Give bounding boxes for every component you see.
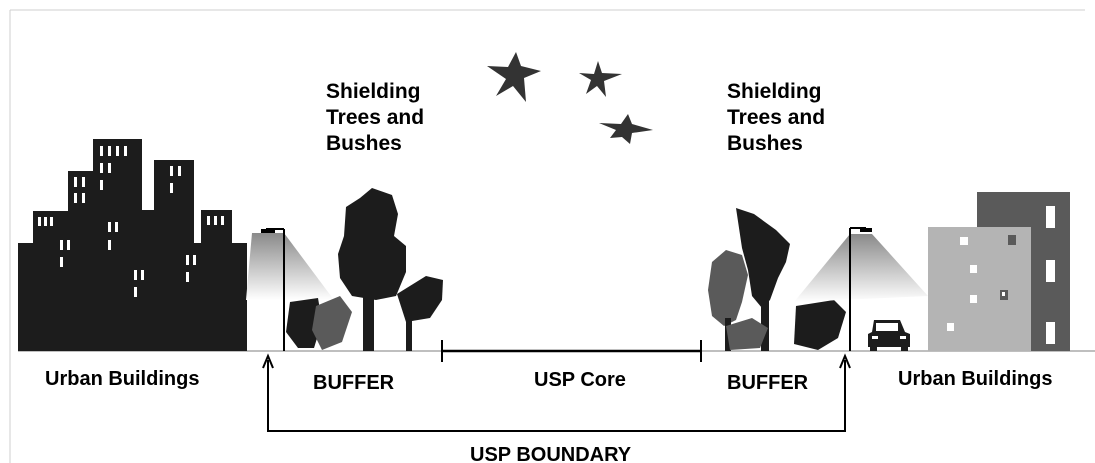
- street-lamp-icon: [794, 227, 928, 351]
- shielding-label-left: Shielding Trees and Bushes: [326, 80, 430, 155]
- usp-core-label: USP Core: [534, 369, 626, 391]
- star-icon: [579, 61, 622, 97]
- lamp-beam-left: [246, 233, 334, 300]
- lamp-beam-right: [794, 234, 928, 302]
- urban-buildings-left: [18, 139, 247, 351]
- tree-icon: [286, 188, 443, 351]
- usp-boundary-arrow: [262, 353, 851, 432]
- building-front-light: [928, 227, 1031, 351]
- street-lamp-icon: [246, 228, 334, 351]
- urban-buildings-label-right: Urban Buildings: [898, 368, 1052, 390]
- urban-buildings-label-left: Urban Buildings: [45, 368, 199, 390]
- usp-boundary-label: USP BOUNDARY: [470, 444, 632, 463]
- shielding-label-right: Shielding Trees and Bushes: [727, 80, 831, 155]
- tree-icon: [708, 208, 846, 351]
- usp-core-bracket: [441, 340, 702, 362]
- urban-buildings-right: [928, 192, 1070, 351]
- windows-left: [38, 146, 224, 297]
- star-icon: [487, 52, 541, 102]
- skyline-left: [18, 139, 247, 351]
- buffer-label-left: BUFFER: [313, 372, 395, 394]
- car-icon: [868, 320, 910, 351]
- star-icon: [599, 114, 653, 144]
- buffer-label-right: BUFFER: [727, 372, 809, 394]
